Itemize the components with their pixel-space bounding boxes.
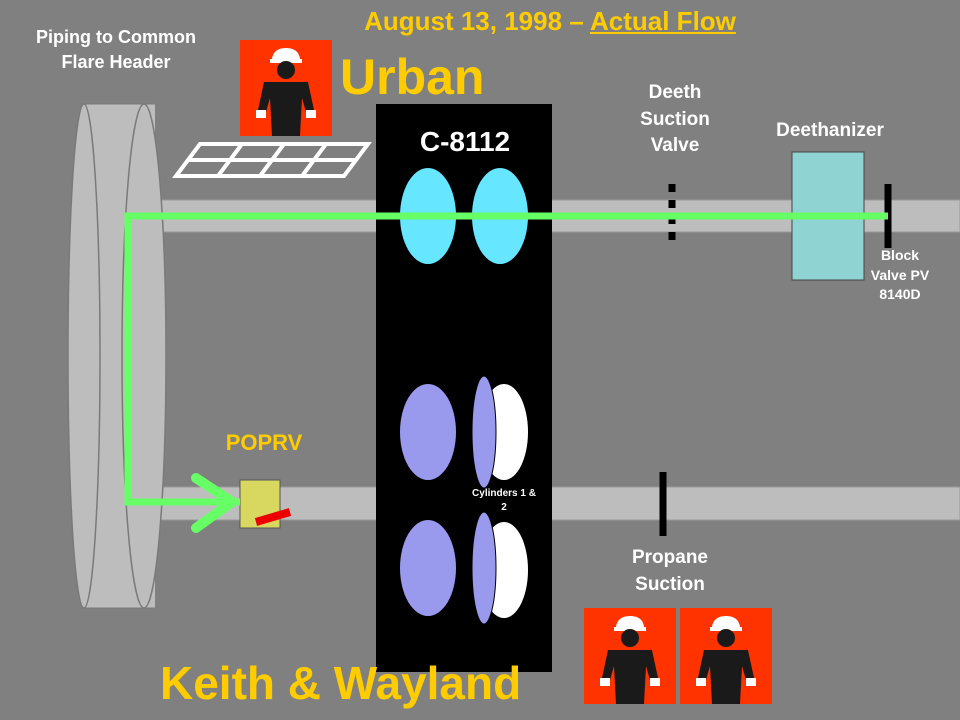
flow-arrow-icon xyxy=(191,473,237,533)
block-valve-label: Block Valve PV 8140D xyxy=(870,247,930,303)
worker-figure-icon xyxy=(584,608,676,704)
grate-icon xyxy=(172,142,372,178)
cylinder-mid-left xyxy=(400,384,456,480)
poprv-label: POPRV xyxy=(225,430,303,455)
name-urban: Urban xyxy=(340,49,485,105)
cylinder-mid-right-tilted xyxy=(471,375,497,489)
flare-header-drum xyxy=(67,103,167,609)
deeth-valve-label: Deeth Suction Valve xyxy=(640,82,710,157)
flow-path xyxy=(124,212,888,506)
cylinder-bottom-right-tilted xyxy=(471,511,497,625)
name-keith-wayland: Keith & Wayland xyxy=(160,657,522,709)
cylinders-label: Cylinders 1 & 2 xyxy=(472,488,536,513)
cylinder-bottom-left xyxy=(400,520,456,616)
title-date: August 13, 1998 – xyxy=(364,6,590,36)
compressor-label: C-8112 xyxy=(419,126,511,157)
flare-header-label: Piping to Common Flare Header xyxy=(36,27,196,73)
page-title: August 13, 1998 – Actual Flow xyxy=(300,6,800,37)
title-flow: Actual Flow xyxy=(590,6,736,36)
worker-figure-icon xyxy=(240,40,332,136)
deethanizer-label: Deethanizer xyxy=(776,120,884,141)
propane-suction-label: Propane Suction xyxy=(631,547,709,595)
poprv-red-mark xyxy=(254,508,292,526)
worker-figure-icon xyxy=(680,608,772,704)
